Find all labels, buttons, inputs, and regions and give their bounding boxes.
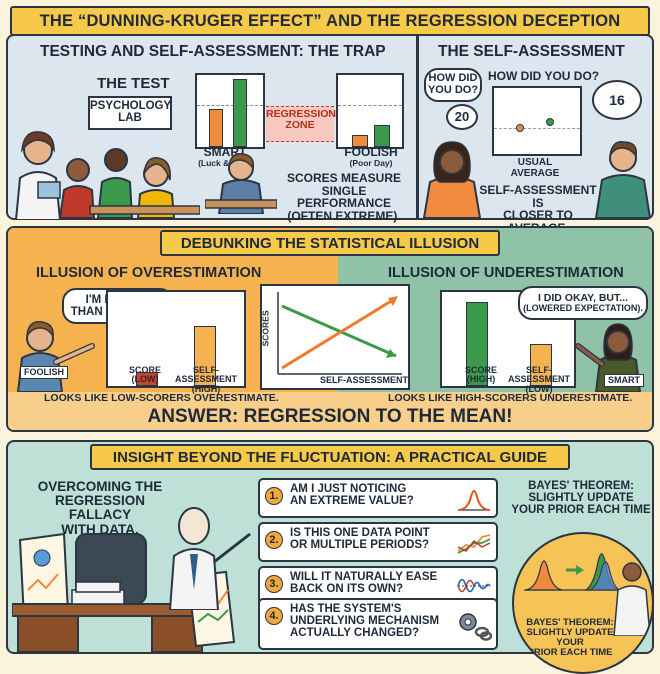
dot-orange: [516, 124, 524, 132]
smart-tag: SMART: [604, 374, 644, 388]
regression-cross-chart: SCORES SELF-ASSESSMENT: [260, 284, 410, 390]
label-score-low: SCORE (LOW): [128, 365, 161, 385]
left-caption: LOOKS LIKE LOW-SCORERS OVERESTIMATE.: [44, 392, 279, 404]
scientist-illustration: [14, 131, 62, 220]
bar-foolish-low: [352, 135, 368, 147]
top-caption: SCORES MEASURE SINGLE PERFORMANCE (OFTEN…: [286, 171, 402, 223]
self-assessment-chart: [492, 86, 582, 156]
step-4-text: HAS THE SYSTEM'S UNDERLYING MECHANISM AC…: [290, 603, 440, 640]
underestimation-heading: ILLUSION OF UNDERESTIMATION: [388, 265, 624, 281]
line-orange: [281, 296, 397, 370]
middle-panel: [6, 226, 654, 432]
the-test-label: THE TEST: [97, 75, 170, 92]
wave-icon: [457, 578, 491, 593]
step-2-text: IS THIS ONE DATA POINT OR MULTIPLE PERIO…: [290, 527, 430, 552]
step-2-number: 2.: [265, 531, 283, 549]
overestimation-heading: ILLUSION OF OVERESTIMATION: [36, 265, 262, 281]
top-divider: [416, 36, 419, 218]
step-4: 4. HAS THE SYSTEM'S UNDERLYING MECHANISM…: [258, 598, 498, 650]
dot-green: [546, 118, 554, 126]
infographic: THE “DUNNING-KRUGER EFFECT” AND THE REGR…: [6, 6, 654, 674]
step-3-number: 3.: [265, 575, 283, 593]
label-self-high: SELF-ASSESSMENT (HIGH): [174, 365, 237, 394]
psychology-lab-sign: PSYCHOLOGY LAB: [88, 96, 172, 130]
bar-self-high: [194, 326, 216, 386]
x-axis-label: SELF-ASSESSMENT: [320, 375, 409, 385]
gear-chain-icon: [459, 613, 492, 641]
step-4-number: 4.: [265, 607, 283, 625]
answer-strip: [8, 392, 652, 430]
bayes-curves: [524, 553, 621, 591]
man-thinking-illustration: [594, 141, 652, 218]
bar-smart-low: [209, 109, 223, 147]
step-3-text: WILL IT NATURALLY EASE BACK ON ITS OWN?: [290, 571, 438, 596]
bubble-16: 16: [592, 80, 642, 120]
foolish-label: FOOLISH (Poor Day): [344, 145, 398, 168]
test-score-chart: [195, 73, 265, 149]
overcoming-text: OVERCOMING THE REGRESSION FALLACY WITH D…: [37, 479, 163, 537]
step-1-text: AM I JUST NOTICING AN EXTREME VALUE?: [290, 483, 414, 508]
middle-banner: DEBUNKING THE STATISTICAL ILLUSION: [160, 230, 500, 256]
bubble-did-okay: I DID OKAY, BUT... (LOWERED EXPECTATION)…: [518, 286, 648, 320]
foolish-boy-illustration: [16, 321, 95, 392]
foolish-score-chart: [336, 73, 404, 149]
students-illustration: [60, 148, 200, 218]
bubble-20: 20: [446, 104, 478, 130]
usual-average-label: USUAL AVERAGE: [510, 157, 560, 179]
chart-dashed-line-2: [338, 105, 402, 106]
bar-score-low: [136, 372, 158, 386]
top-right-heading: THE SELF-ASSESSMENT: [438, 43, 625, 60]
girl-illustration: [422, 141, 482, 218]
bell-curve-icon: [458, 490, 490, 511]
sad-student-illustration: [205, 153, 277, 214]
bayes-top-text: BAYES' THEOREM: SLIGHTLY UPDATE YOUR PRI…: [511, 480, 651, 517]
bar-self-low: [530, 344, 552, 386]
overestimation-chart: [106, 290, 246, 388]
bar-score-high: [466, 302, 488, 386]
main-title: THE “DUNNING-KRUGER EFFECT” AND THE REGR…: [39, 11, 621, 30]
answer-text: ANSWER: REGRESSION TO THE MEAN!: [147, 406, 513, 427]
bayes-circle: BAYES' THEOREM: SLIGHTLY UPDATE YOUR PRI…: [512, 532, 654, 674]
presenter-illustration: [168, 507, 251, 610]
step-2: 2. IS THIS ONE DATA POINT OR MULTIPLE PE…: [258, 522, 498, 562]
label-self-low: SELF-ASSESSMENT (LOW): [507, 365, 570, 394]
bottom-banner: INSIGHT BEYOND THE FLUCTUATION: A PRACTI…: [90, 444, 570, 470]
right-caption: LOOKS LIKE HIGH-SCORERS UNDERESTIMATE.: [388, 392, 633, 404]
bar-smart-high: [233, 79, 247, 147]
bayes-bottom-text: BAYES' THEOREM: SLIGHTLY UPDATE YOUR PRI…: [526, 617, 614, 658]
scientist-small-illustration: [613, 562, 651, 636]
usual-average-line: [494, 128, 580, 129]
main-title-banner: THE “DUNNING-KRUGER EFFECT” AND THE REGR…: [10, 6, 650, 36]
bar-foolish-high: [374, 125, 390, 147]
regression-zone: REGRESSION ZONE: [266, 106, 336, 142]
top-left-heading: TESTING AND SELF-ASSESSMENT: THE TRAP: [40, 43, 386, 60]
step-1: 1. AM I JUST NOTICING AN EXTREME VALUE?: [258, 478, 498, 518]
step-1-number: 1.: [265, 487, 283, 505]
multi-line-chart-icon: [457, 534, 491, 554]
y-axis-label: SCORES: [260, 310, 271, 347]
chart-dashed-line: [197, 105, 263, 106]
line-green: [281, 304, 397, 358]
bubble-how-did-you-do: HOW DID YOU DO?: [424, 68, 482, 102]
foolish-tag: FOOLISH: [20, 366, 68, 380]
how-did-you-do-text: HOW DID YOU DO?: [488, 69, 600, 83]
label-score-high: SCORE (HIGH): [464, 365, 497, 385]
cross-lines: [277, 292, 402, 375]
